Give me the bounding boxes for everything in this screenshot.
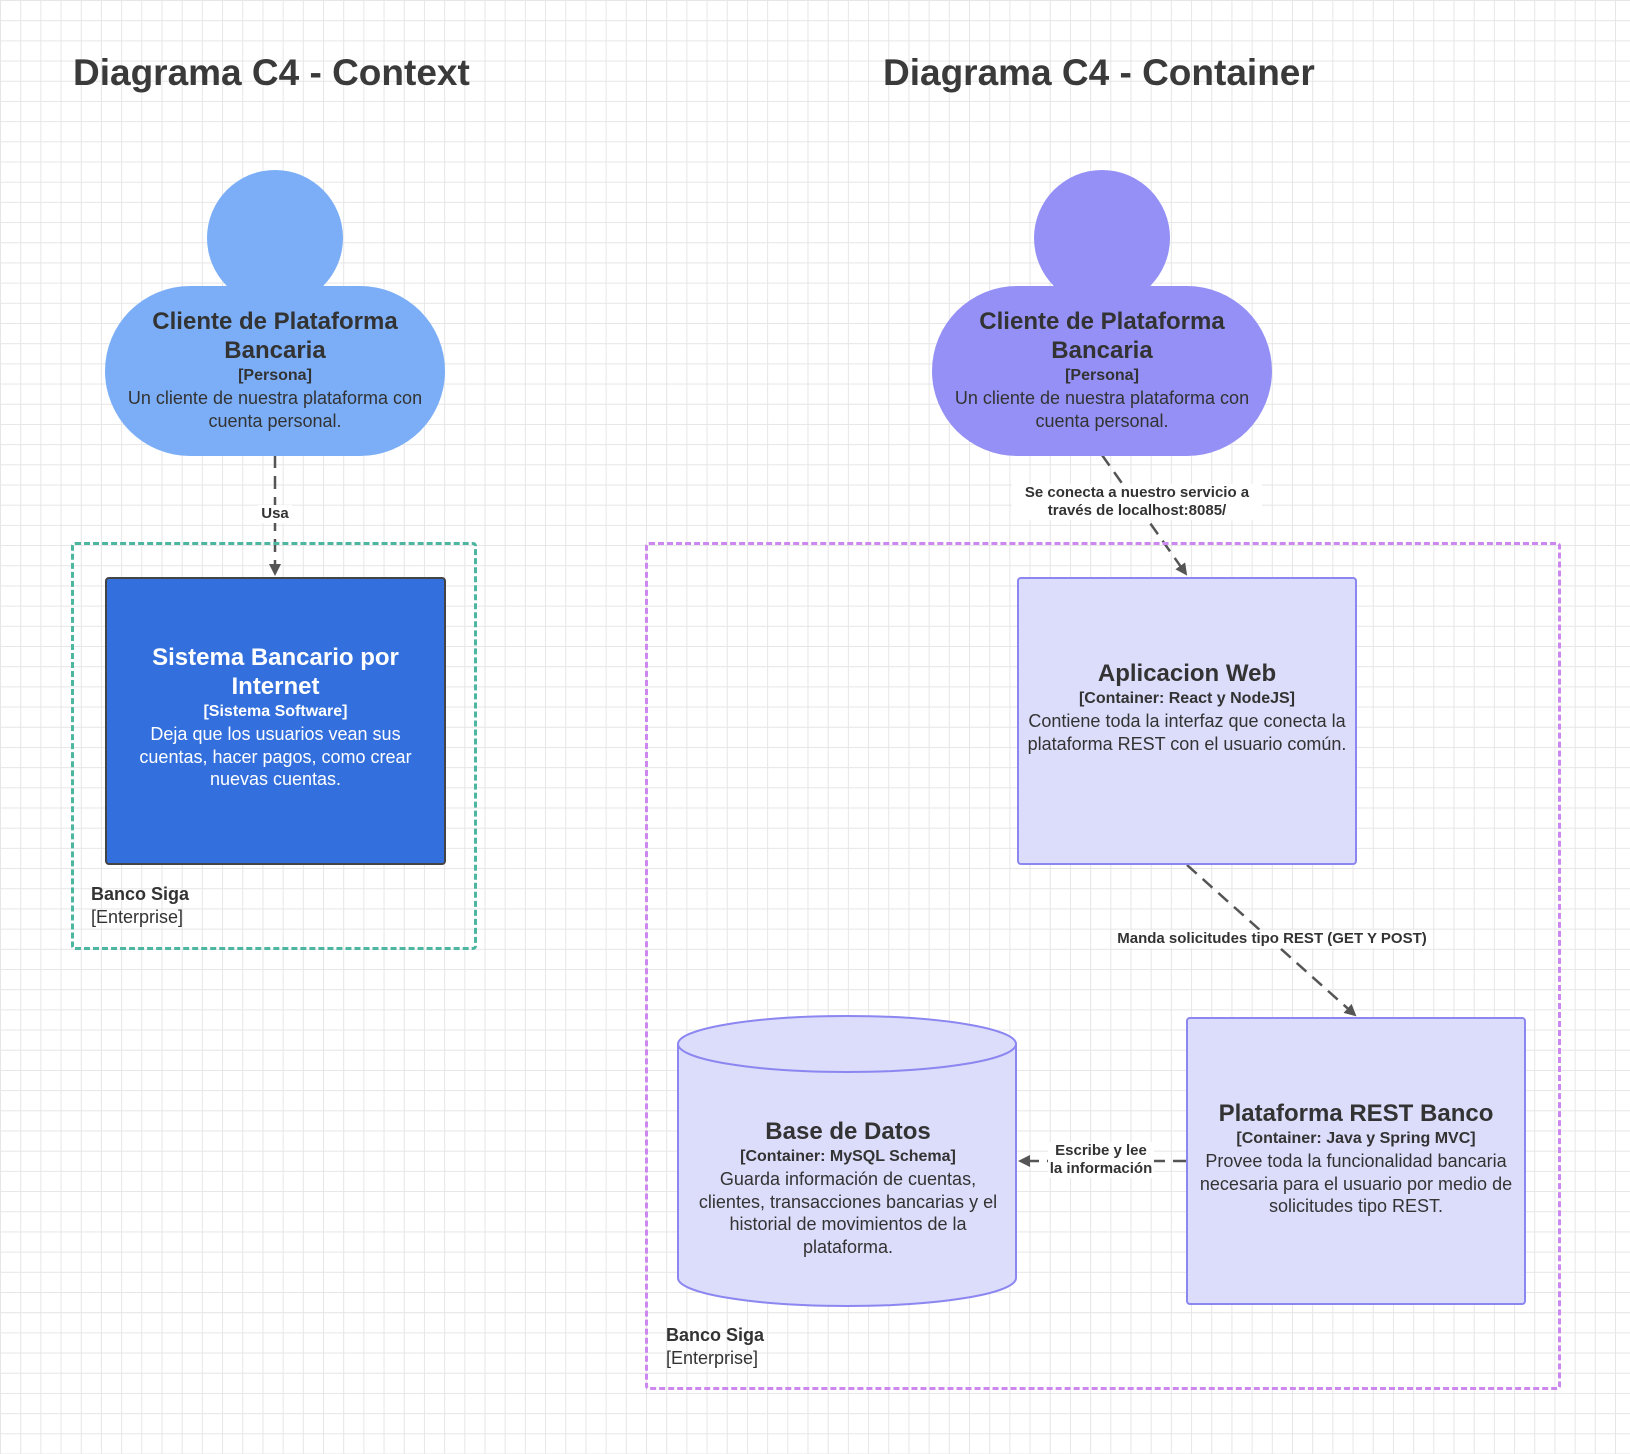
person-description: Un cliente de nuestra plataforma con cue… — [954, 388, 1250, 431]
webapp-type: [Container: React y NodeJS] — [1078, 690, 1296, 707]
webapp-container-box[interactable] — [1017, 577, 1357, 865]
system-name: Sistema Bancario por Internet — [152, 644, 399, 700]
person-name: Cliente de Plataforma Bancaria — [152, 308, 398, 364]
database-text: Base de Datos [Container: MySQL Schema] … — [686, 1117, 1010, 1258]
context-diagram-title: Diagrama C4 - Context — [73, 52, 470, 93]
edge-label-webapp-rest: Manda solicitudes tipo REST (GET Y POST) — [1116, 930, 1428, 948]
context-boundary-label: Banco Siga [Enterprise] — [91, 883, 189, 929]
edge-label-person-webapp: Se conecta a nuestro servicio a través d… — [1012, 484, 1262, 520]
person-type: [Persona] — [1065, 367, 1139, 384]
software-system-text: Sistema Bancario por Internet [Sistema S… — [120, 643, 431, 791]
container-person-head[interactable] — [1034, 170, 1170, 306]
person-type: [Persona] — [238, 367, 312, 384]
webapp-description: Contiene toda la interfaz que conecta la… — [1027, 711, 1347, 754]
container-diagram-title: Diagrama C4 - Container — [883, 52, 1315, 93]
database-cylinder[interactable] — [676, 1014, 1020, 1310]
rest-name: Plataforma REST Banco — [1218, 1100, 1494, 1127]
rest-description: Provee toda la funcionalidad bancaria ne… — [1199, 1151, 1513, 1216]
context-person-body[interactable] — [105, 286, 445, 456]
boundary-type: [Enterprise] — [666, 1348, 759, 1368]
container-person-text: Cliente de Plataforma Bancaria [Persona]… — [937, 307, 1267, 432]
boundary-name: Banco Siga — [666, 1325, 765, 1345]
container-enterprise-boundary[interactable] — [645, 542, 1561, 1390]
rest-container-box[interactable] — [1186, 1017, 1526, 1305]
container-boundary-label: Banco Siga [Enterprise] — [666, 1324, 764, 1370]
person-description: Un cliente de nuestra plataforma con cue… — [127, 388, 423, 431]
person-name: Cliente de Plataforma Bancaria — [979, 308, 1225, 364]
database-name: Base de Datos — [765, 1118, 931, 1145]
edge-label-rest-database: Escribe y lee la información — [1048, 1142, 1154, 1178]
boundary-type: [Enterprise] — [91, 907, 184, 927]
edge-label-usa: Usa — [258, 505, 292, 523]
database-description: Guarda información de cuentas, clientes,… — [698, 1169, 998, 1257]
container-person-body[interactable] — [932, 286, 1272, 456]
rest-type: [Container: Java y Spring MVC] — [1236, 1130, 1476, 1147]
system-description: Deja que los usuarios vean sus cuentas, … — [139, 724, 412, 789]
rest-container-text: Plataforma REST Banco [Container: Java y… — [1196, 1099, 1516, 1218]
context-person-text: Cliente de Plataforma Bancaria [Persona]… — [110, 307, 440, 432]
webapp-name: Aplicacion Web — [1097, 660, 1277, 687]
context-person-head[interactable] — [207, 170, 343, 306]
context-enterprise-boundary[interactable] — [71, 542, 477, 950]
webapp-container-text: Aplicacion Web [Container: React y NodeJ… — [1027, 659, 1347, 755]
boundary-name: Banco Siga — [91, 884, 190, 904]
software-system-box[interactable] — [105, 577, 446, 865]
system-type: [Sistema Software] — [203, 703, 348, 720]
database-type: [Container: MySQL Schema] — [740, 1148, 956, 1165]
